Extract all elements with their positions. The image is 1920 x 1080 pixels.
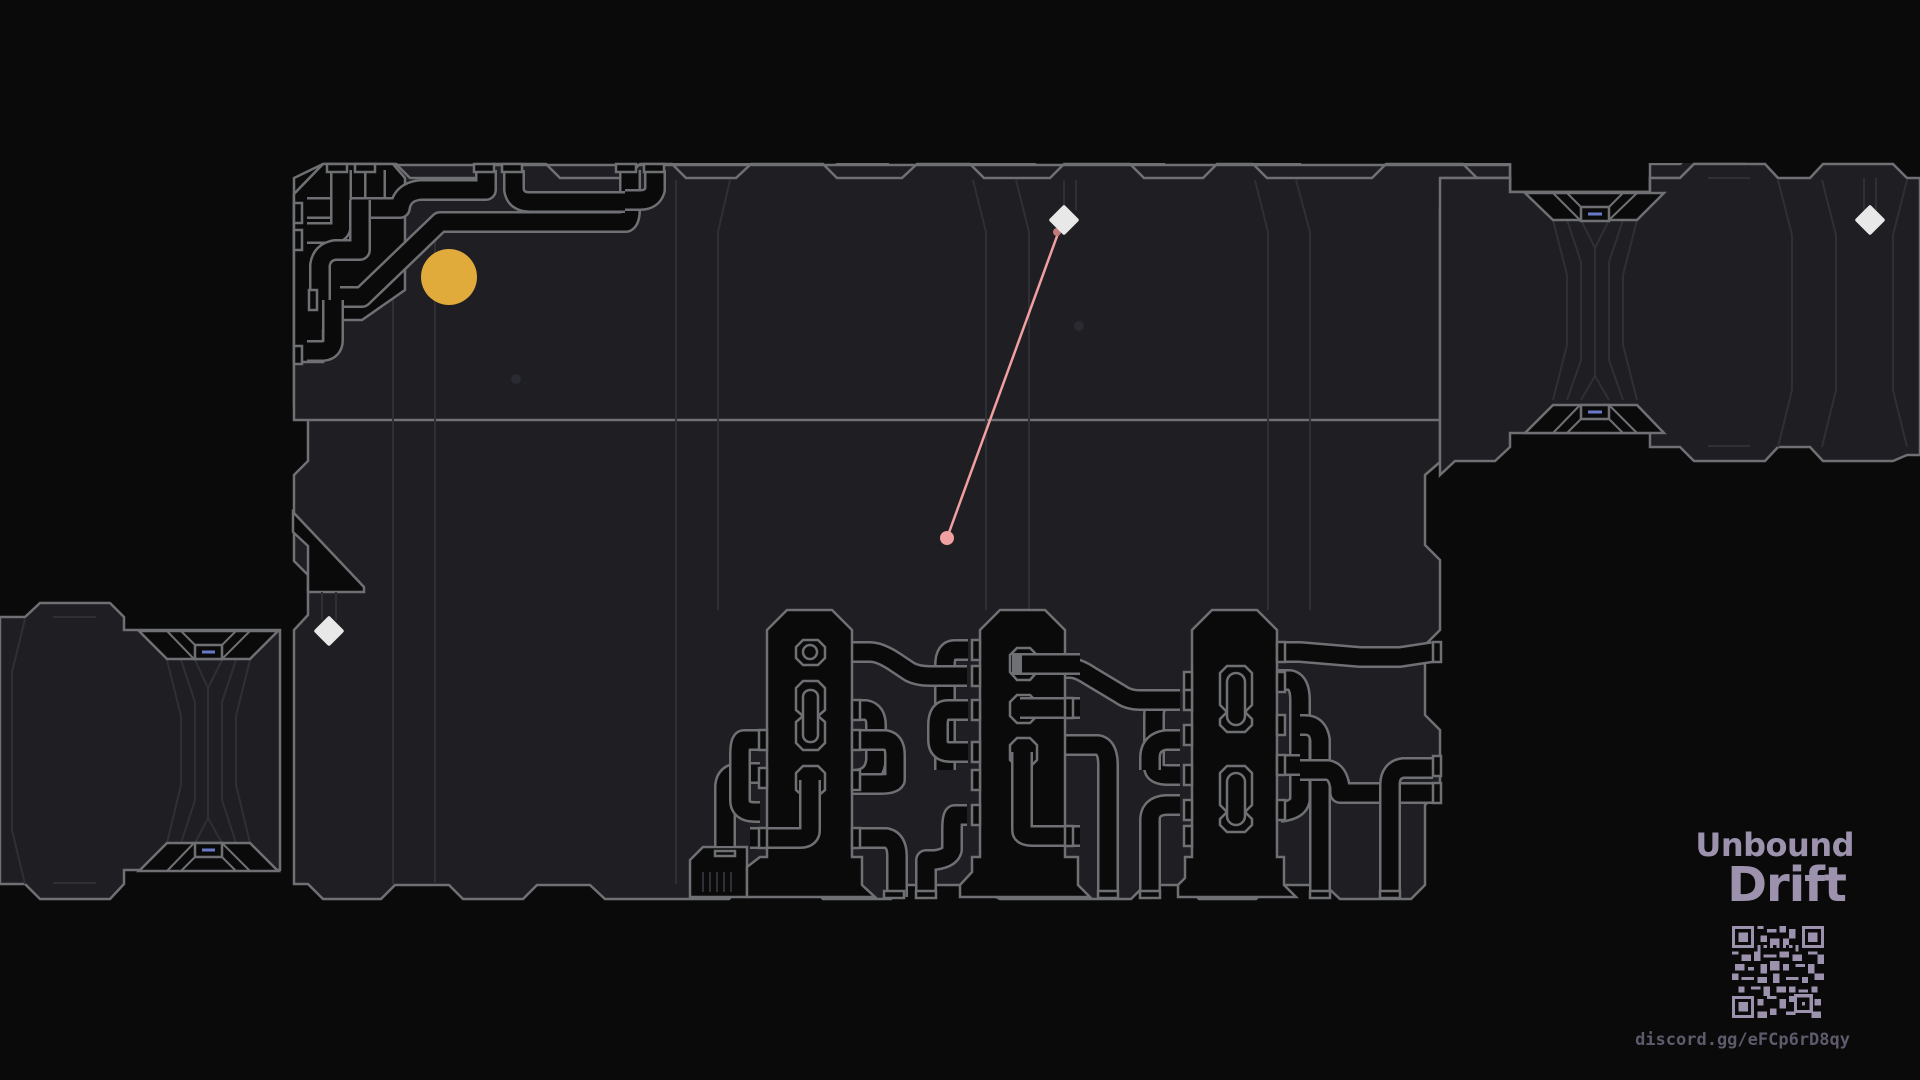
discord-link[interactable]: discord.gg/eFCp6rD8qy (1635, 1030, 1850, 1050)
anchor-diamond-icon[interactable] (313, 615, 344, 646)
left-room (0, 601, 282, 901)
dust-dot (1074, 321, 1084, 331)
qr-code-icon[interactable] (1732, 926, 1824, 1018)
pipes-top-left (292, 162, 666, 366)
game-title-line2: Drift (1727, 857, 1847, 913)
ledge-wedge (291, 508, 366, 620)
left-corridor (135, 629, 282, 873)
anchor-diamond-icon[interactable] (1048, 204, 1079, 235)
anchor-diamond-icon[interactable] (1854, 204, 1885, 235)
room-guides (392, 179, 1311, 884)
dust-dot (511, 374, 521, 384)
game-title-line1: Unbound (1695, 826, 1854, 864)
grapple-origin-icon (940, 531, 954, 545)
right-wing (1438, 162, 1920, 478)
machinery (688, 608, 1443, 900)
anchor-points (313, 204, 1885, 646)
grapple-rope (940, 227, 1062, 545)
player-orb (421, 249, 477, 305)
